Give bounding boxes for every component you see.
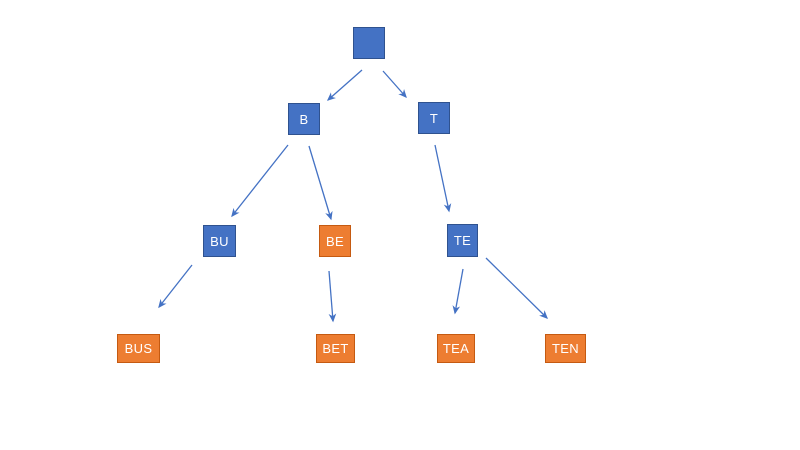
edge-BE-BET [328,270,337,323]
node-label: TE [453,233,472,248]
node-BE: BE [319,225,351,257]
node-label: TEA [442,341,470,356]
node-B: B [288,103,320,135]
edge-root-B [326,69,363,101]
edge-TE-TEA [452,268,464,315]
node-label: TEN [552,341,579,356]
edge-TE-TEN [485,257,548,319]
node-TEN: TEN [545,334,586,363]
node-label: B [299,111,309,127]
node-root [353,27,385,59]
node-TEA: TEA [437,334,475,363]
node-BUS: BUS [117,334,160,363]
node-label: BU [210,233,229,249]
node-label: BE [326,233,344,249]
edge-B-BE [308,145,333,221]
node-label: T [429,110,439,126]
node-TE: TE [447,224,478,257]
edge-T-TE [434,144,452,213]
node-label: BET [322,341,349,356]
node-BET: BET [316,334,355,363]
node-T: T [418,102,450,134]
edge-B-BU [231,144,289,218]
node-label: BUS [124,341,153,356]
node-BU: BU [203,225,236,257]
edge-BU-BUS [158,264,193,309]
edge-root-T [382,70,407,99]
